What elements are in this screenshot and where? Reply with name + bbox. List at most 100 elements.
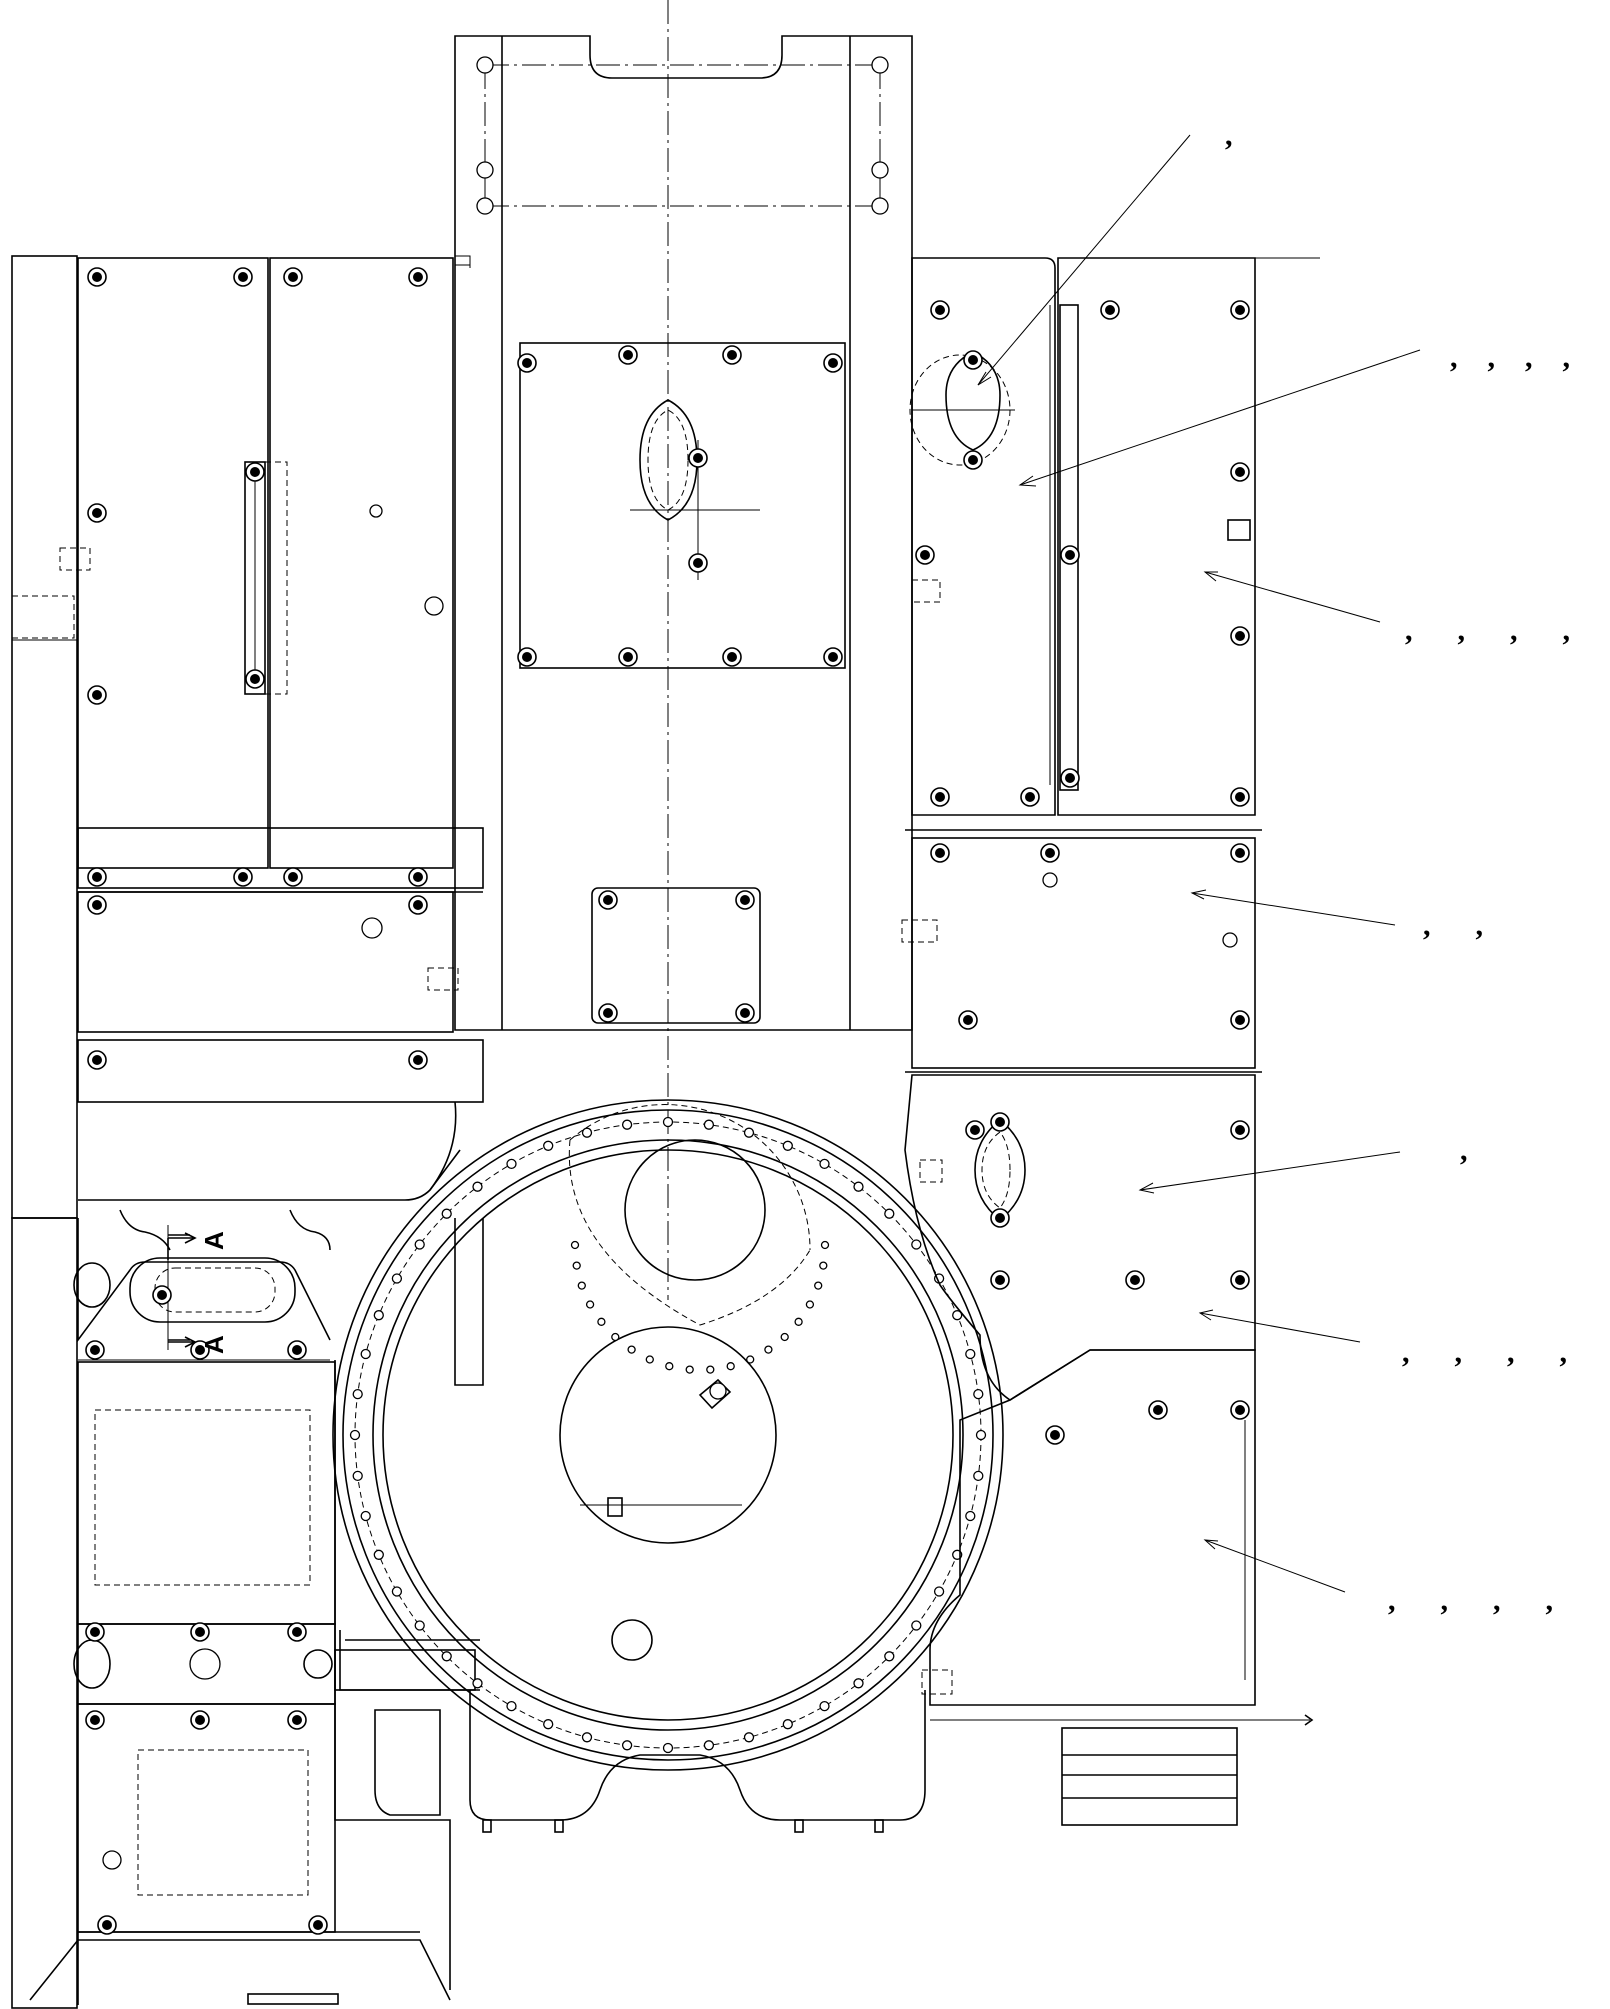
bolt-core bbox=[693, 558, 703, 568]
ring-base bbox=[339, 1630, 926, 1833]
ring-bolt-hole bbox=[391, 1273, 403, 1284]
inner-bolt-hole bbox=[570, 1240, 580, 1250]
ring-bolt-hole bbox=[543, 1140, 554, 1151]
center-plate bbox=[519, 342, 846, 669]
bolt-core bbox=[1065, 773, 1075, 783]
bolt-core bbox=[935, 792, 945, 802]
bolt-core bbox=[92, 900, 102, 910]
bolt-core bbox=[157, 1290, 167, 1300]
callout-1: , bbox=[1225, 119, 1233, 152]
callout-2: , , , , bbox=[1450, 341, 1570, 374]
bolt-core bbox=[90, 1715, 100, 1725]
bolt-core bbox=[963, 1015, 973, 1025]
section-label-a-top: A bbox=[199, 1231, 229, 1250]
bolt-core bbox=[413, 872, 423, 882]
inner-bolt-hole bbox=[577, 1281, 586, 1290]
bolt-core bbox=[603, 1008, 613, 1018]
ring-bolt-hole bbox=[581, 1732, 593, 1743]
bolt-core bbox=[1235, 631, 1245, 641]
bolt-core bbox=[250, 467, 260, 477]
inner-bolt-arc bbox=[570, 1240, 830, 1374]
callout-6: , , , , bbox=[1402, 1336, 1567, 1369]
ring-bolt-hole bbox=[472, 1181, 483, 1192]
inner-bolt-hole bbox=[814, 1281, 823, 1290]
ring-bolt-hole bbox=[472, 1678, 483, 1689]
callout-3: , , , , bbox=[1405, 614, 1570, 647]
bolt-core bbox=[995, 1213, 1005, 1223]
ring-bolt-hole bbox=[414, 1239, 425, 1250]
ring-bolt-hole bbox=[952, 1310, 963, 1321]
bolt-core bbox=[92, 872, 102, 882]
inner-bolt-hole bbox=[794, 1317, 803, 1326]
inner-bolt-hole bbox=[780, 1332, 789, 1342]
bolt-core bbox=[935, 305, 945, 315]
ring-bolt-hole bbox=[441, 1651, 452, 1662]
ring-bolt-hole bbox=[441, 1208, 452, 1219]
bolt-core bbox=[828, 358, 838, 368]
bolt-core bbox=[413, 1055, 423, 1065]
ring-bolt-hole bbox=[662, 1116, 674, 1128]
bolt-core bbox=[92, 1055, 102, 1065]
section-marker-top: A bbox=[167, 1231, 229, 1260]
bolt-core bbox=[1235, 1125, 1245, 1135]
bolt-core bbox=[727, 350, 737, 360]
ring-bolt-hole bbox=[965, 1348, 976, 1360]
inner-bolt-hole bbox=[685, 1365, 694, 1374]
panel-bolts bbox=[85, 267, 1250, 1935]
inner-bolt-hole bbox=[572, 1261, 581, 1270]
ring-bolt-hole bbox=[352, 1388, 363, 1400]
leader-lines bbox=[977, 134, 1421, 1593]
right-middle-panel bbox=[901, 829, 1262, 1073]
section-marker-bottom: A bbox=[168, 1335, 229, 1354]
ring-bolt-hole bbox=[360, 1348, 371, 1360]
bolt-core bbox=[195, 1345, 205, 1355]
lower-column-plate bbox=[591, 887, 761, 1024]
bolt-core bbox=[935, 848, 945, 858]
ring-bolt-hole bbox=[884, 1208, 895, 1219]
bolt-core bbox=[968, 355, 978, 365]
bolt-core bbox=[1235, 467, 1245, 477]
ring-bolt-hole bbox=[506, 1700, 517, 1712]
ring-bolt-hole bbox=[391, 1586, 403, 1597]
inner-bolt-hole bbox=[585, 1300, 595, 1309]
ring-bolt-hole bbox=[819, 1158, 830, 1170]
ring-bolt-hole bbox=[360, 1510, 371, 1522]
bolt-core bbox=[968, 455, 978, 465]
ring-bolt-hole bbox=[703, 1740, 715, 1751]
left-lower-panels bbox=[29, 1361, 451, 2005]
bolt-core bbox=[522, 358, 532, 368]
ring-bolt-hole bbox=[743, 1127, 755, 1138]
bolt-core bbox=[1235, 792, 1245, 802]
ring-bolt-hole bbox=[853, 1678, 864, 1689]
ring-bolt-hole bbox=[543, 1719, 554, 1730]
bolt-core bbox=[1153, 1405, 1163, 1415]
bolt-core bbox=[92, 508, 102, 518]
bolt-core bbox=[195, 1715, 205, 1725]
bolt-core bbox=[238, 872, 248, 882]
ring-bolt-hole bbox=[782, 1140, 793, 1151]
inner-bolt-hole bbox=[597, 1317, 606, 1326]
ring-bolt-hole bbox=[703, 1119, 715, 1130]
ring-bolt-hole bbox=[975, 1429, 987, 1441]
left-frame-rail bbox=[11, 255, 78, 2009]
ring-bolt-hole bbox=[933, 1586, 945, 1597]
bolt-core bbox=[1235, 848, 1245, 858]
bolt-core bbox=[1025, 792, 1035, 802]
ring-bolt-hole bbox=[911, 1620, 922, 1631]
bolt-core bbox=[90, 1345, 100, 1355]
inner-bolt-hole bbox=[645, 1355, 654, 1364]
step-plate bbox=[1061, 1727, 1238, 1826]
inner-bolt-hole bbox=[611, 1332, 620, 1342]
bolt-core bbox=[90, 1627, 100, 1637]
bolt-core bbox=[1050, 1430, 1060, 1440]
bolt-core bbox=[920, 550, 930, 560]
inner-bolt-hole bbox=[764, 1345, 773, 1354]
ring-bolt-hole bbox=[621, 1740, 633, 1751]
right-lower-panels bbox=[904, 1074, 1314, 1726]
inner-bolt-hole bbox=[746, 1355, 755, 1364]
bolt-core bbox=[102, 1920, 112, 1930]
bolt-core bbox=[292, 1627, 302, 1637]
bolt-core bbox=[623, 652, 633, 662]
bolt-core bbox=[828, 652, 838, 662]
